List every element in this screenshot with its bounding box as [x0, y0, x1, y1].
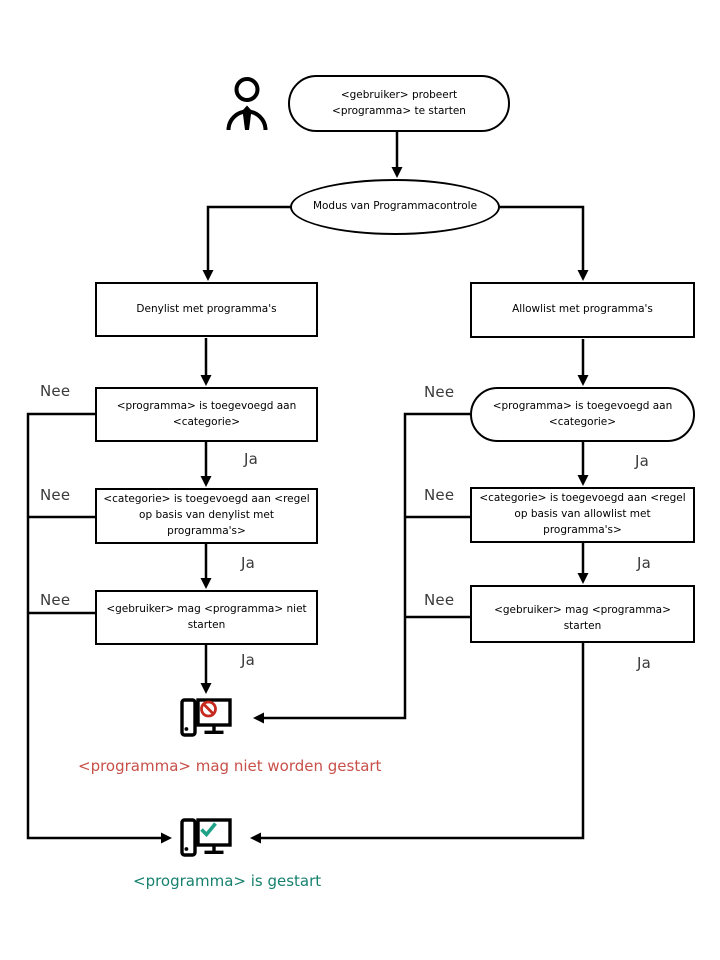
arrowhead-down-icon: [200, 375, 212, 386]
node-allow-category-check: <categorie> is toegevoegd aan <regel op …: [470, 487, 695, 543]
edge-mode-to-denylist: [206, 205, 300, 272]
node-start-label: <gebruiker> probeert <programma> te star…: [332, 88, 466, 117]
arrowhead-down-icon: [391, 167, 403, 178]
node-mode-label: Modus van Programmacontrole: [312, 200, 478, 213]
user-icon: [226, 77, 268, 131]
edge-label-ja: Ja: [244, 450, 259, 468]
edge-label-nee: Nee: [40, 591, 71, 609]
node-deny-outcome: <gebruiker> mag <programma> niet starten: [95, 590, 318, 645]
edge-label-ja: Ja: [637, 554, 652, 572]
edge-label-nee: Nee: [424, 383, 455, 401]
rail-allow-nee: [263, 412, 470, 720]
edge-label-nee: Nee: [424, 591, 455, 609]
arrowhead-down-icon: [577, 375, 589, 386]
node-mode: Modus van Programmacontrole: [290, 179, 500, 235]
node-allowlist: Allowlist met programma's: [470, 282, 695, 338]
arrowhead-down-icon: [577, 270, 589, 281]
arrowhead-left-icon: [253, 712, 264, 724]
edge-label-nee: Nee: [40, 486, 71, 504]
node-deny-program-check: <programma> is toegevoegd aan <categorie…: [95, 387, 318, 442]
edge-label-ja: Ja: [241, 651, 256, 669]
edge-allow-outcome-ja: [260, 643, 585, 840]
arrowhead-down-icon: [200, 476, 212, 487]
edge-label-ja: Ja: [241, 554, 256, 572]
node-allow-category-check-label: <categorie> is toegevoegd aan <regel op …: [479, 492, 686, 536]
node-denylist: Denylist met programma's: [95, 282, 318, 337]
arrowhead-down-icon: [577, 573, 589, 584]
node-deny-outcome-label: <gebruiker> mag <programma> niet starten: [106, 602, 307, 631]
node-allowlist-label: Allowlist met programma's: [512, 303, 653, 316]
edge-label-ja: Ja: [635, 452, 650, 470]
computer-blocked-icon: [180, 698, 232, 737]
arrowhead-left-icon: [250, 832, 261, 844]
edge-mode-to-allowlist: [492, 205, 585, 272]
arrowhead-down-icon: [577, 475, 589, 486]
node-start: <gebruiker> probeert <programma> te star…: [288, 75, 510, 132]
node-deny-category-check: <categorie> is toegevoegd aan <regel op …: [95, 488, 318, 544]
node-denylist-label: Denylist met programma's: [136, 302, 277, 315]
result-started-text: <programma> is gestart: [133, 872, 322, 890]
arrowhead-right-icon: [161, 832, 172, 844]
node-deny-program-check-label: <programma> is toegevoegd aan <categorie…: [116, 399, 297, 428]
computer-started-icon: [180, 818, 232, 857]
arrowhead-down-icon: [200, 683, 212, 694]
edge-label-nee: Nee: [40, 382, 71, 400]
node-allow-program-check-label: <programma> is toegevoegd aan <categorie…: [492, 399, 673, 428]
node-allow-outcome: <gebruiker> mag <programma> starten: [470, 585, 695, 643]
node-allow-outcome-label: <gebruiker> mag <programma> starten: [494, 604, 671, 632]
arrowhead-down-icon: [200, 578, 212, 589]
edge-label-nee: Nee: [424, 486, 455, 504]
node-deny-category-check-label: <categorie> is toegevoegd aan <regel op …: [103, 493, 310, 537]
result-blocked-text: <programma> mag niet worden gestart: [78, 757, 382, 775]
edge-label-ja: Ja: [637, 654, 652, 672]
arrowhead-down-icon: [202, 270, 214, 281]
node-allow-program-check: <programma> is toegevoegd aan <categorie…: [470, 387, 695, 442]
